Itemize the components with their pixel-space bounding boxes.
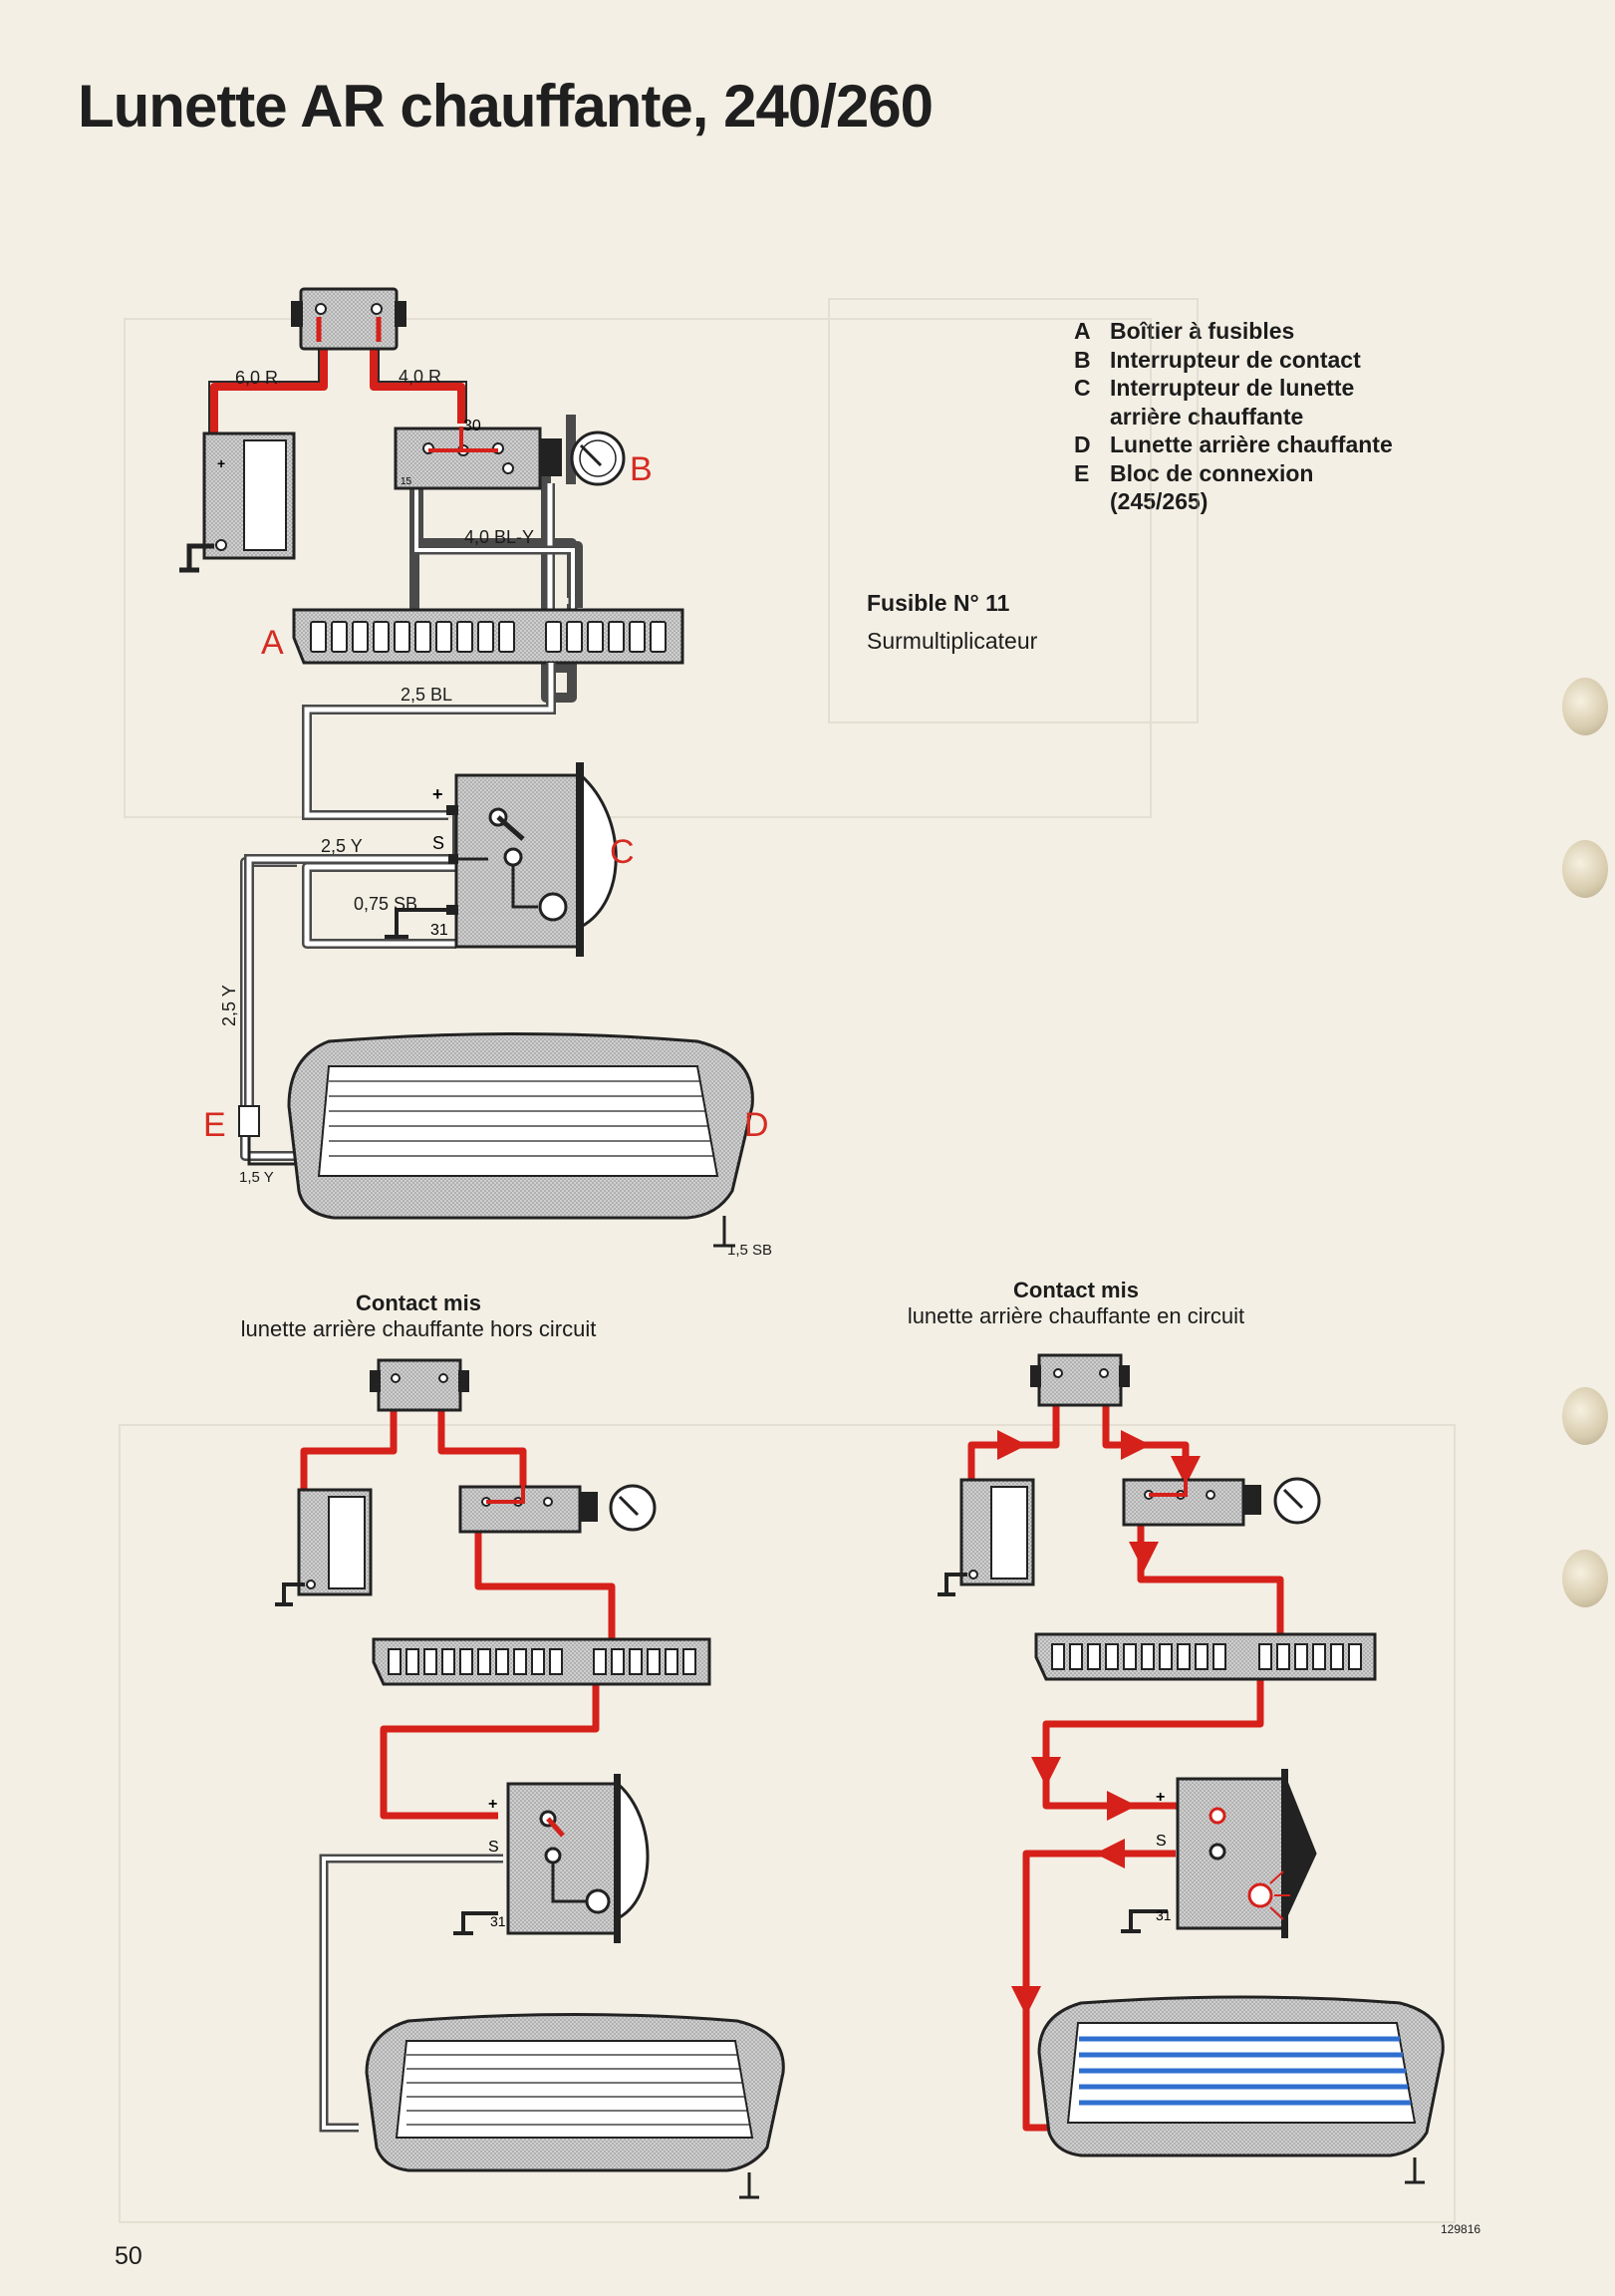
legend-row: C Interrupteur de lunette — [1074, 374, 1393, 403]
terminal-31-label-right: 31 — [1156, 1907, 1172, 1923]
terminal-s-label: S — [432, 833, 444, 853]
legend-row: D Lunette arrière chauffante — [1074, 430, 1393, 459]
legend-text: (245/265) — [1110, 488, 1209, 514]
caption-left-title: Contact mis — [356, 1291, 481, 1315]
label-b: B — [630, 450, 653, 488]
terminal-30-label: 30 — [463, 418, 481, 434]
legend: A Boîtier à fusibles B Interrupteur de con… — [1074, 317, 1393, 516]
diagram-circuit-on: + S 31 — [938, 1353, 1445, 2184]
battery: + – — [179, 431, 296, 573]
terminal-31-label: 31 — [430, 922, 448, 939]
legend-text: Bloc de connexion — [1110, 459, 1314, 486]
legend-key: A — [1074, 318, 1091, 344]
legend-key: B — [1074, 346, 1091, 373]
fuse-box — [292, 608, 684, 665]
caption-right: Contact mis lunette arrière chauffante e… — [857, 1278, 1295, 1329]
legend-text: arrière chauffante — [1110, 403, 1304, 430]
wire-label-4bly: 4,0 BL-Y — [464, 527, 534, 547]
wire-label-25y: 2,5 Y — [321, 836, 363, 856]
legend-text: Interrupteur de lunette — [1110, 375, 1355, 401]
fuse-text: Surmultiplicateur — [867, 628, 1038, 654]
wire-label-15y: 1,5 Y — [239, 1169, 274, 1186]
label-d: D — [744, 1106, 769, 1144]
wire-label-6r: 6,0 R — [235, 368, 278, 388]
legend-key: E — [1074, 459, 1090, 486]
binder-hole — [1562, 840, 1608, 898]
binder-hole — [1562, 1550, 1608, 1607]
binder-hole — [1562, 678, 1608, 735]
ignition-switch — [394, 427, 626, 490]
terminal-s-label-right: S — [1156, 1833, 1167, 1850]
legend-row: (245/265) — [1074, 487, 1393, 516]
caption-right-title: Contact mis — [1013, 1278, 1139, 1302]
terminal-plus-label: + — [432, 784, 443, 804]
diagram-circuit-off: + S 31 — [275, 1358, 785, 2199]
wire-label-075sb: 0,75 SB — [354, 894, 417, 914]
caption-right-subtitle: lunette arrière chauffante en circuit — [907, 1303, 1245, 1328]
wire-label-4r: 4,0 R — [399, 367, 441, 387]
legend-row: E Bloc de connexion — [1074, 459, 1393, 488]
label-c: C — [610, 833, 635, 871]
fuse-title: Fusible N° 11 — [867, 590, 1010, 616]
reference-number: 129816 — [1441, 2222, 1481, 2236]
legend-row: arrière chauffante — [1074, 403, 1393, 431]
page-title: Lunette AR chauffante, 240/260 — [78, 73, 934, 140]
svg-text:+: + — [217, 455, 225, 471]
legend-key: D — [1074, 431, 1091, 457]
caption-left: Contact mis lunette arrière chauffante h… — [199, 1291, 638, 1342]
legend-text: Boîtier à fusibles — [1110, 318, 1295, 344]
caption-left-subtitle: lunette arrière chauffante hors circuit — [240, 1316, 597, 1341]
wire-label-vertical-25y: 2,5 Y — [219, 985, 239, 1026]
binder-hole — [1562, 1387, 1608, 1445]
rear-window — [287, 1032, 754, 1248]
terminal-plus-label-left: + — [488, 1796, 497, 1813]
terminal-s-label-left: S — [488, 1839, 499, 1856]
wire-label-15sb: 1,5 SB — [727, 1242, 772, 1259]
label-e: E — [203, 1106, 226, 1144]
terminal-31-label-left: 31 — [490, 1913, 506, 1929]
legend-key: C — [1074, 375, 1091, 401]
top-junction-box — [291, 287, 406, 351]
main-diagram: + – 30 15 — [179, 287, 772, 1259]
legend-row: A Boîtier à fusibles — [1074, 317, 1393, 346]
legend-text: Lunette arrière chauffante — [1110, 431, 1393, 457]
label-a: A — [261, 624, 284, 662]
rear-window-switch — [385, 762, 618, 957]
page-number: 50 — [115, 2242, 142, 2270]
wire-label-25bl: 2,5 BL — [401, 685, 452, 705]
legend-text: Interrupteur de contact — [1110, 346, 1361, 373]
legend-row: B Interrupteur de contact — [1074, 346, 1393, 375]
terminal-15-label: 15 — [401, 476, 412, 487]
terminal-plus-label-right: + — [1156, 1789, 1165, 1806]
